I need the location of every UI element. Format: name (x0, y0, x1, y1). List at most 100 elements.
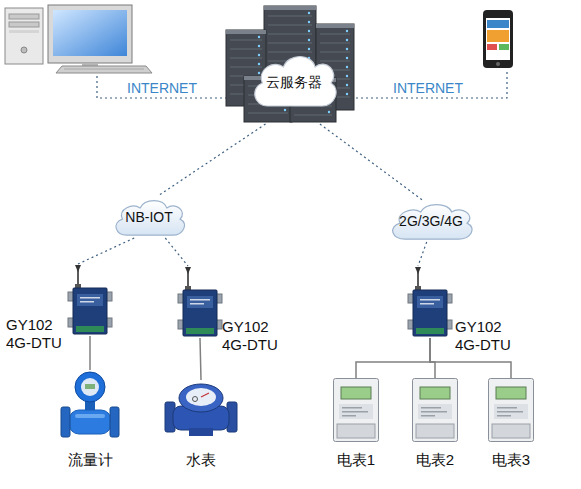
dtu-panel (417, 296, 443, 308)
meter-terminal (492, 424, 530, 438)
node-label: 水表 (145, 451, 257, 469)
server-led (346, 75, 348, 77)
server-led (284, 109, 286, 111)
electric-meter: 电表1 (333, 378, 379, 442)
server-led (258, 36, 260, 38)
antenna (185, 267, 191, 274)
dtu-body (413, 290, 447, 336)
flow-meter-display (85, 384, 95, 389)
phone-icon (483, 10, 513, 68)
emeter-art (488, 378, 534, 442)
computer-icon (5, 8, 43, 64)
meter-display (341, 387, 371, 399)
server-led (258, 72, 260, 74)
server-led (308, 21, 310, 23)
cloud-server: 云服务器 (222, 6, 358, 124)
emeter-art (333, 378, 379, 442)
network-label: INTERNET (393, 80, 463, 96)
server-rack (320, 34, 350, 35)
server-rack (268, 25, 312, 26)
meter-plate (421, 411, 447, 413)
server-rack (230, 49, 262, 50)
water-meter-dial (193, 397, 198, 402)
terminal-block (416, 328, 444, 334)
computer-icon (53, 10, 127, 56)
meter-display (496, 387, 526, 399)
computer-icon (48, 5, 132, 63)
water-art (165, 380, 237, 438)
wireless-link (418, 242, 427, 266)
dtu-art (68, 264, 112, 336)
meter-terminal (416, 424, 454, 438)
server-led (308, 12, 310, 14)
server-rack (248, 113, 288, 114)
wireless-link (158, 124, 266, 196)
server-art (222, 6, 358, 124)
phone-icon (486, 18, 510, 60)
computer-icon (64, 69, 144, 70)
terminal-block (186, 328, 214, 334)
server-rack (226, 30, 266, 34)
server-led (328, 111, 330, 113)
flow-meter: 流量计 (55, 370, 125, 442)
meter-plate (342, 407, 362, 409)
dtu-panel (420, 303, 434, 305)
server-rack (320, 52, 350, 53)
phone-icon (487, 20, 509, 28)
dtu-panel (187, 296, 213, 308)
server-led (346, 39, 348, 41)
dtu-panel (77, 294, 103, 306)
dtu-body (73, 288, 107, 334)
dtu-device: GY102 4G-DTU (408, 266, 452, 338)
wireless-link (165, 238, 188, 266)
server-led (258, 63, 260, 65)
server-rack (320, 61, 350, 62)
antenna (75, 284, 81, 288)
flow-meter-flange (61, 407, 70, 437)
network-cloud: NB-IOT (112, 196, 186, 238)
flow-meter-flange (110, 407, 119, 437)
dtu-body (183, 290, 217, 336)
computer-icon (9, 22, 39, 27)
node-label: 电表2 (392, 451, 478, 469)
computer-icon (21, 47, 27, 53)
water-meter-dial (201, 393, 209, 397)
computer-icon (9, 14, 39, 19)
meter-plate (497, 407, 517, 409)
dtu-device: GY102 4G-DTU (178, 266, 222, 338)
server-rack (230, 58, 262, 59)
meter-terminal (337, 424, 375, 438)
electric-meter: 电表2 (412, 378, 458, 442)
phone-icon (499, 44, 509, 50)
emeter-art (412, 378, 458, 442)
dtu-panel (190, 299, 210, 301)
server-led (308, 48, 310, 50)
computer-icon (5, 5, 152, 73)
node-label: 电表1 (313, 451, 399, 469)
meter-plate (418, 404, 452, 419)
node-label: GY102 4G-DTU (455, 318, 517, 354)
signal-wire (200, 338, 201, 380)
server-led (346, 48, 348, 50)
dtu-device: GY102 4G-DTU (68, 264, 112, 336)
server-rack (230, 40, 262, 41)
node-label: 电表3 (468, 451, 554, 469)
internet-line (97, 76, 226, 98)
server-led (308, 39, 310, 41)
server-led (346, 93, 348, 95)
water-meter-dial (186, 388, 216, 406)
node-label: 2G/3G/4G (388, 200, 474, 242)
internet-line (356, 70, 507, 98)
antenna (75, 265, 81, 272)
phone-icon (487, 30, 509, 42)
phone-icon (487, 44, 497, 50)
server-rack (264, 6, 316, 10)
server-led (346, 57, 348, 59)
signal-wire (89, 336, 91, 370)
meter-body (489, 379, 534, 442)
electric-meter: 电表3 (488, 378, 534, 442)
computer-icon (9, 30, 39, 33)
water-meter-top (179, 384, 223, 412)
